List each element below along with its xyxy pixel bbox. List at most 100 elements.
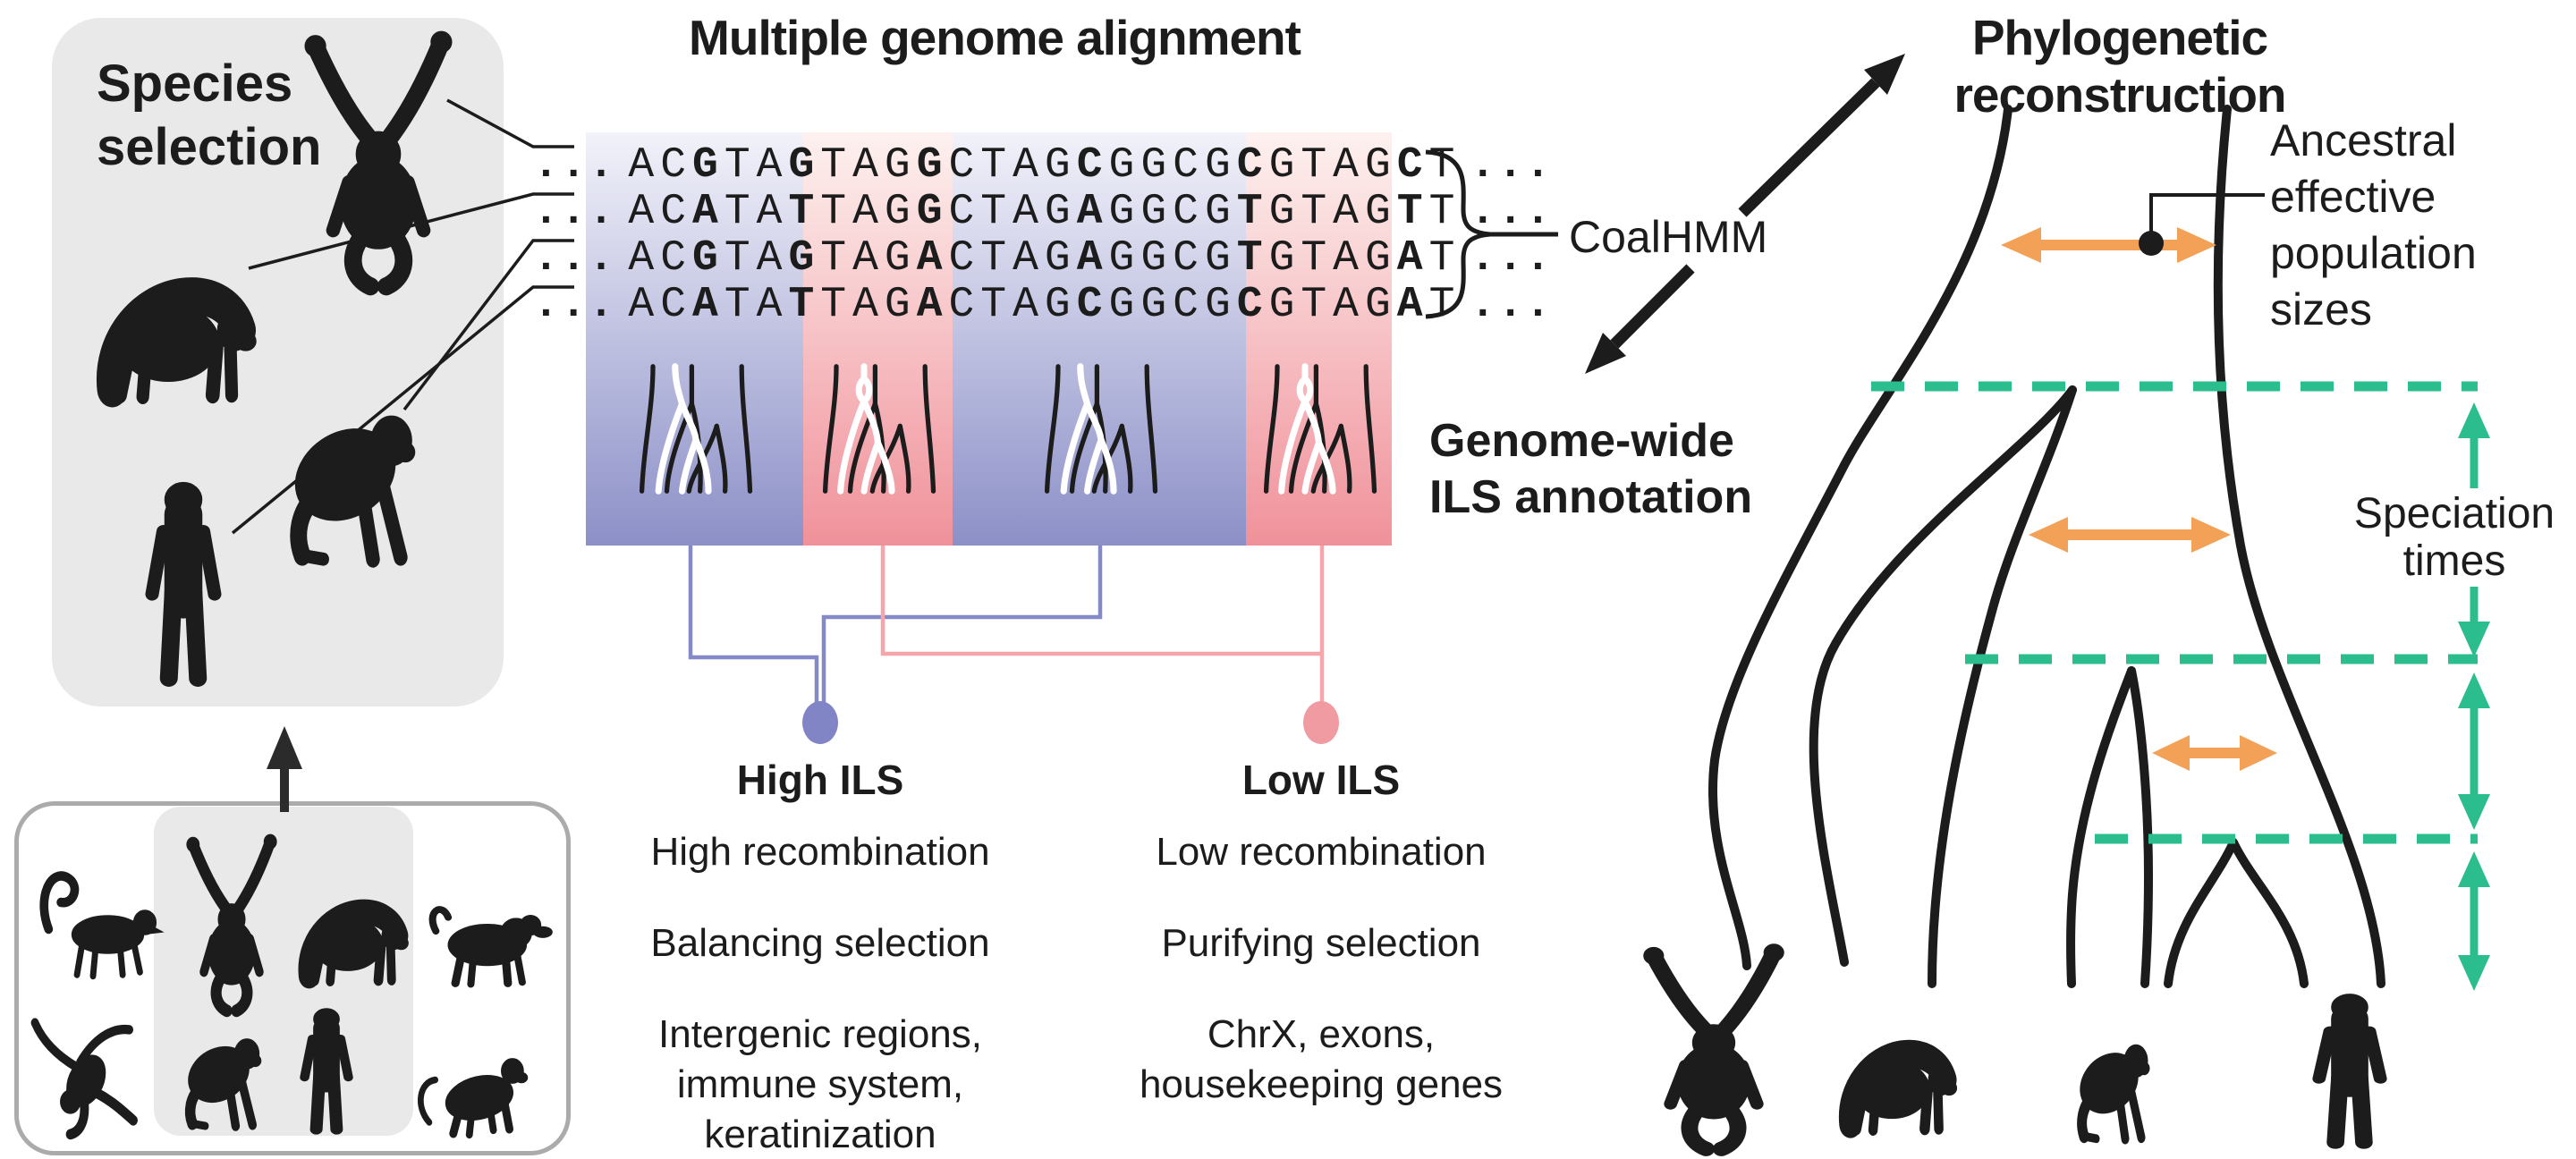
conserved-bases: GTAG [1268, 188, 1397, 236]
chimpanzee-icon [182, 1037, 261, 1126]
macaque-icon [420, 1059, 527, 1135]
speciation-interval-arrow-2 [2458, 673, 2490, 830]
speciation-interval-arrows [2458, 402, 2490, 991]
conserved-bases: GTAG [1268, 281, 1397, 329]
coalhmm-label: CoalHMM [1569, 212, 1768, 262]
ils-item: Balancing selection [650, 921, 990, 965]
conserved-bases: GTAG [1268, 234, 1397, 283]
lemur-icon [44, 876, 162, 976]
orangutan-icon [187, 834, 276, 1011]
high-ils-connector [688, 546, 1103, 703]
ils-item: High recombination [650, 830, 990, 874]
speciation-lines [1871, 381, 2478, 844]
low-ils-connector [880, 546, 1325, 703]
branch-gorilla-right [1928, 385, 2077, 988]
branch-root-right [2213, 105, 2385, 988]
gene-tree-glyph-high-ils-2 [1047, 367, 1156, 492]
ils-item: ChrX, exons,housekeeping genes [1139, 1012, 1504, 1106]
conserved-bases: CTAG [948, 281, 1077, 329]
variant-base: T [1236, 234, 1269, 283]
variant-base: A [916, 234, 949, 283]
conserved-bases: T [1428, 281, 1462, 329]
conserved-bases: TAG [820, 281, 917, 329]
conserved-bases: T [1428, 234, 1462, 283]
variant-base: G [916, 188, 949, 236]
ne-arrow-1 [2001, 227, 2216, 263]
conserved-bases: T [1428, 141, 1462, 190]
alignment-title: Multiple genome alignment [689, 10, 1301, 65]
connector-orangutan-row1 [446, 98, 574, 148]
ellipsis: ... [1470, 234, 1553, 283]
ellipsis: ... [533, 141, 616, 190]
conserved-bases: GGCG [1108, 234, 1237, 283]
variant-base: G [692, 234, 724, 283]
species-to-row-connectors [231, 98, 574, 535]
ne-arrow-3 [2152, 735, 2277, 771]
variant-base: C [1236, 281, 1269, 329]
selection-arrow [267, 726, 302, 812]
conserved-bases: GGCG [1108, 281, 1237, 329]
variant-base: A [1396, 281, 1429, 329]
connector-chimpanzee-row3 [402, 239, 574, 411]
conserved-bases: GGCG [1108, 141, 1237, 190]
gene-tree-glyph-low-ils-1 [826, 367, 934, 492]
gene-tree-glyph-high-ils-1 [642, 367, 750, 492]
conserved-bases: AC [628, 188, 693, 236]
variant-base: G [916, 141, 949, 190]
variant-base: T [1396, 188, 1429, 236]
ils-item: Intergenic regions,immune system,keratin… [658, 1012, 982, 1156]
variant-base: G [788, 141, 821, 190]
connector-human-row4 [231, 285, 574, 535]
variant-base: C [1076, 141, 1109, 190]
arrow-to-ils-annotation [1585, 264, 1695, 374]
conserved-bases: CTAG [948, 234, 1077, 283]
conserved-bases: GTAG [1268, 141, 1397, 190]
branch-chimp-right [2127, 666, 2154, 988]
variant-base: T [788, 281, 821, 329]
connector-gorilla-row2 [248, 192, 574, 270]
variant-base: C [1396, 141, 1429, 190]
human-icon [305, 1009, 349, 1129]
low-ils-title: Low ILS [1241, 757, 1401, 803]
conserved-bases: GGCG [1108, 188, 1237, 236]
chimpanzee-icon [2075, 1044, 2149, 1138]
branch-gorilla-left [1809, 385, 2077, 967]
variant-base: G [788, 234, 821, 283]
branch-humanchimp-right [2229, 838, 2309, 988]
human-icon [152, 483, 215, 679]
ils-item: Purifying selection [1161, 921, 1481, 965]
ellipsis: ... [1470, 141, 1553, 190]
gibbon-icon [35, 1023, 133, 1135]
conserved-bases: TA [724, 281, 789, 329]
branch-chimp-left [2066, 666, 2136, 988]
ellipsis: ... [533, 188, 616, 236]
ellipsis: ... [533, 281, 616, 329]
phylogenetic-tree [1707, 105, 2385, 988]
conserved-bases: TA [724, 234, 789, 283]
ellipsis: ... [1470, 188, 1553, 236]
ne-arrow-2 [2029, 517, 2231, 553]
conserved-bases: TAG [820, 234, 917, 283]
phylogeny-title: Phylogenetic reconstruction [1953, 10, 2286, 123]
ellipsis: ... [1470, 281, 1553, 329]
variant-base: T [788, 188, 821, 236]
branch-orangutan [1707, 105, 2012, 970]
gorilla-icon [309, 912, 408, 981]
ne-callout-dot [2139, 231, 2164, 256]
baboon-icon [433, 909, 553, 985]
high-ils-title: High ILS [736, 757, 904, 803]
conserved-bases: TA [724, 188, 789, 236]
ne-callout-line [2149, 193, 2265, 238]
variant-base: A [692, 188, 724, 236]
gene-tree-glyph-low-ils-2 [1267, 367, 1375, 492]
